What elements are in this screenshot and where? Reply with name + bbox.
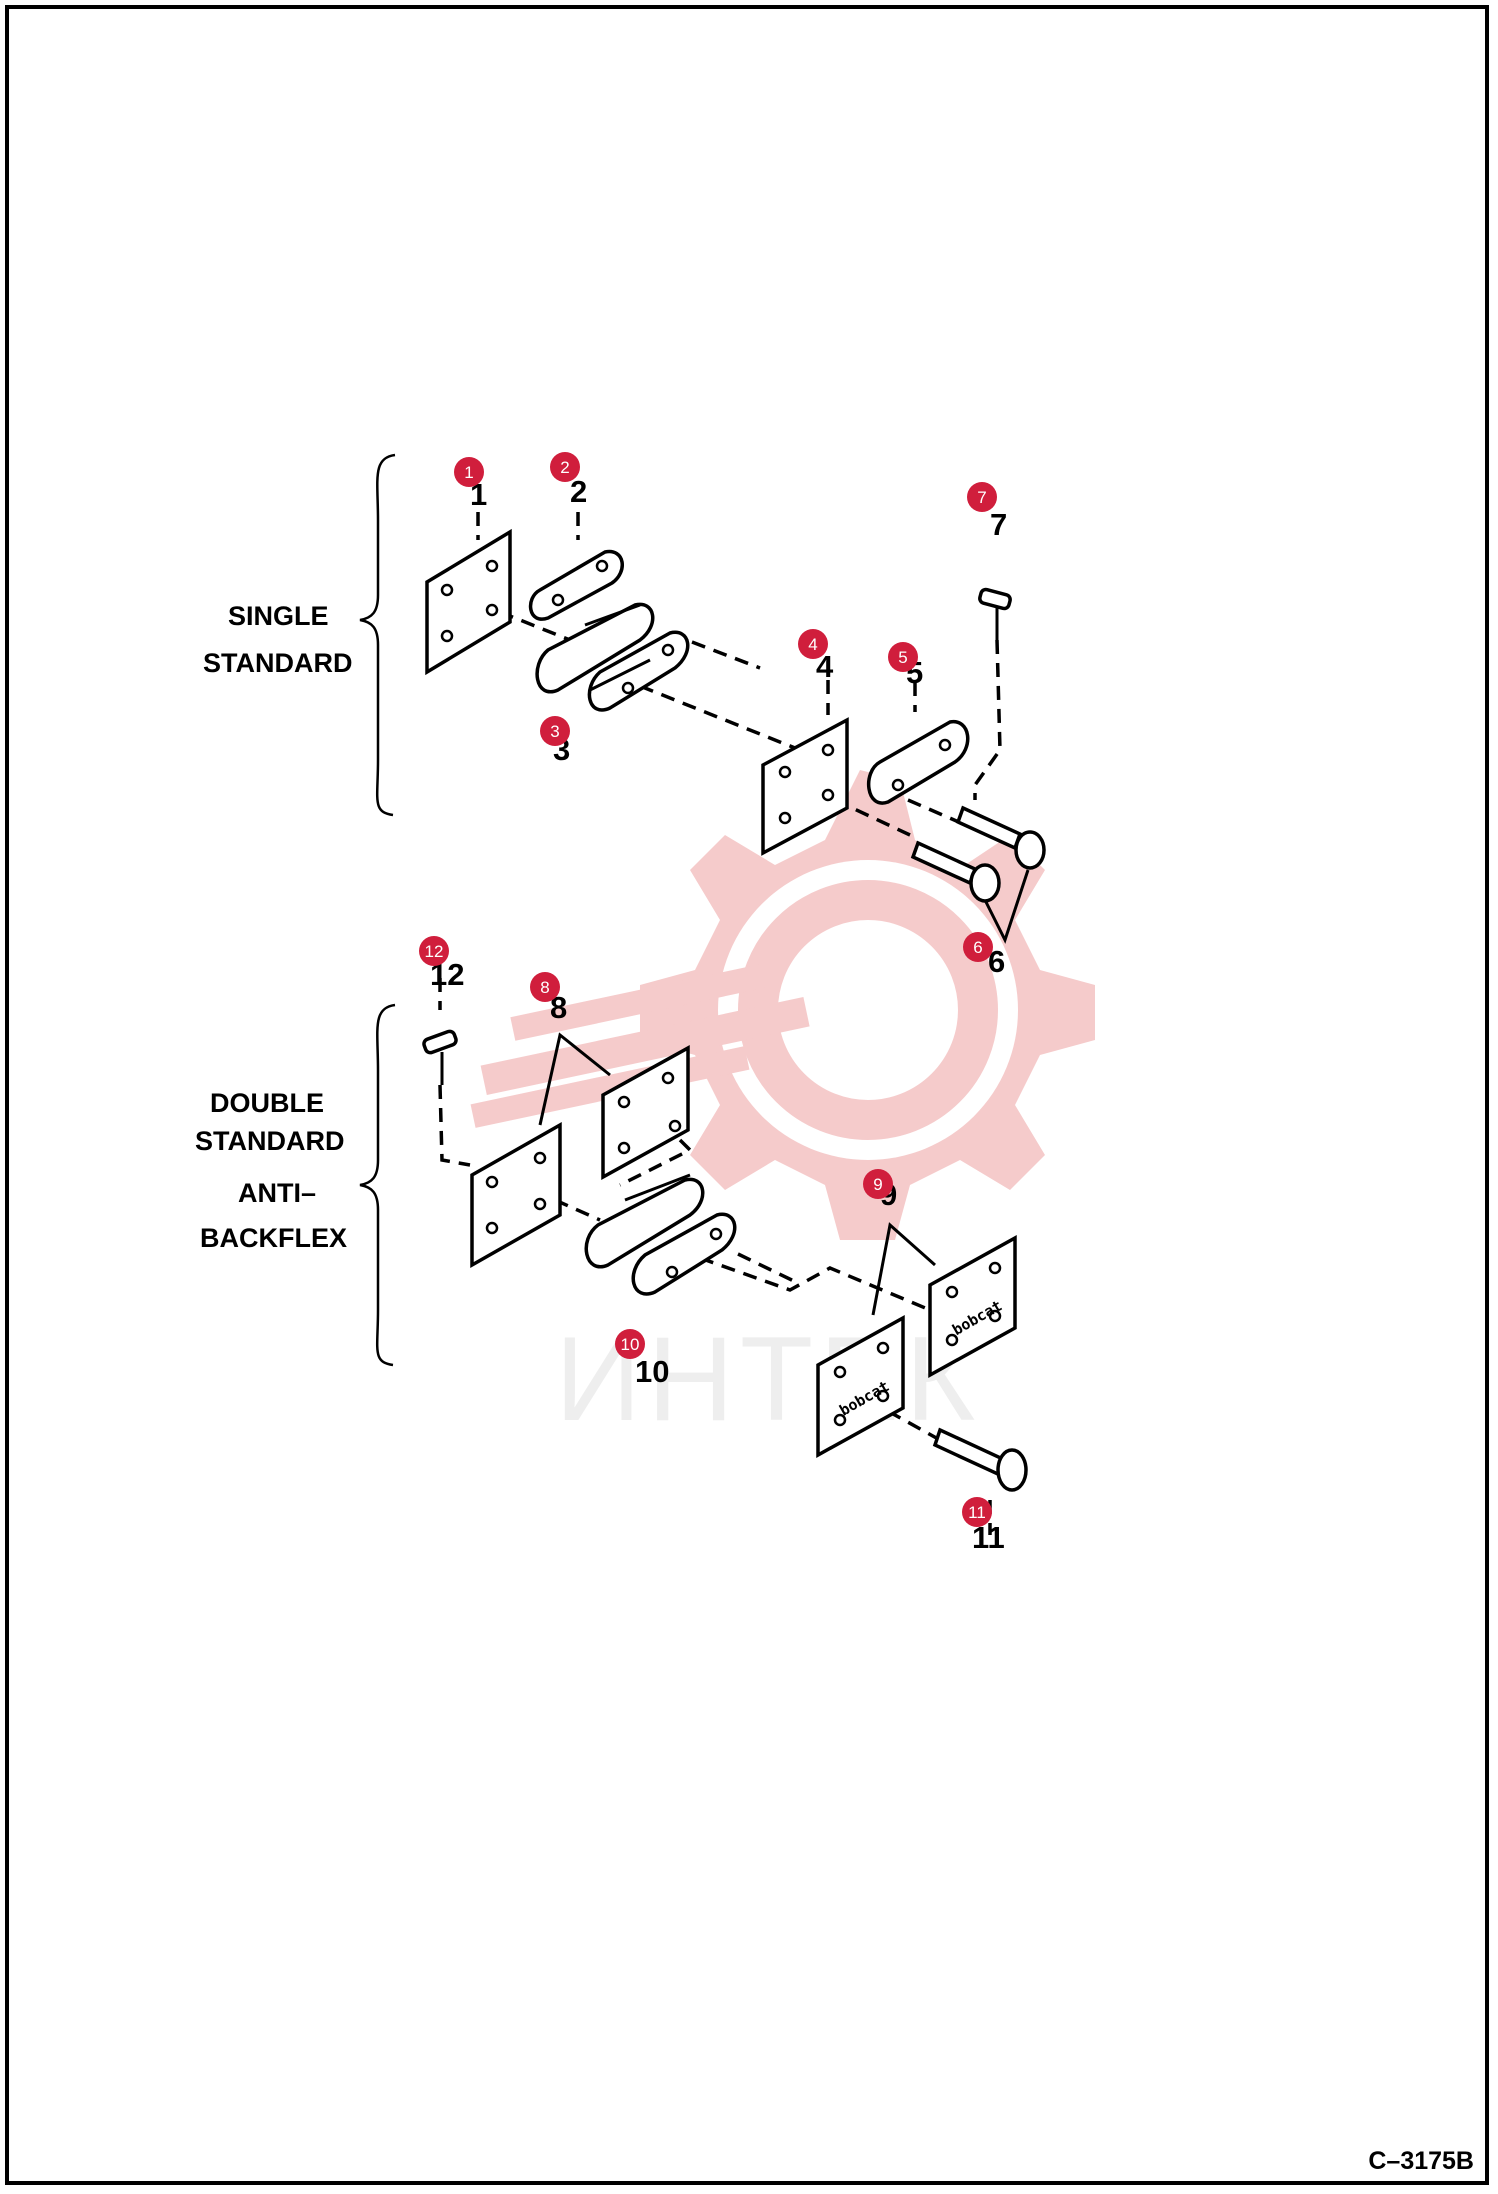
part-6-pin-lower — [910, 840, 1001, 903]
callout-3[interactable]: 3 — [540, 716, 570, 746]
callout-7[interactable]: 7 — [967, 482, 997, 512]
double-label-line3: ANTI– — [238, 1178, 316, 1208]
single-dash-path-b — [639, 684, 801, 752]
svg-text:3: 3 — [550, 722, 559, 741]
callout-2[interactable]: 2 — [550, 452, 580, 482]
svg-text:1: 1 — [464, 463, 473, 482]
svg-text:11: 11 — [968, 1503, 986, 1522]
part-9-leader — [871, 1222, 936, 1316]
single-dash-path-c — [691, 640, 761, 670]
part-2-link-plate — [528, 549, 624, 621]
double-dash-path-d — [737, 1252, 801, 1286]
part-number-10: 10 — [635, 1354, 669, 1389]
double-dash-path-a — [554, 1198, 601, 1222]
part-9-plate-front: bobcat — [816, 1315, 905, 1458]
part-5-link-plate — [866, 720, 970, 805]
part-3-roller-link — [535, 602, 690, 712]
part-8-plate-front — [470, 1121, 562, 1269]
part-6-pin-upper — [955, 805, 1046, 870]
double-dash-path-c — [699, 1256, 931, 1312]
part-6-leader — [983, 869, 1030, 944]
part-10-roller-link — [584, 1173, 737, 1296]
svg-text:2: 2 — [560, 458, 569, 477]
svg-text:4: 4 — [808, 635, 817, 654]
part-8-leader — [538, 1032, 611, 1126]
svg-text:12: 12 — [425, 942, 444, 961]
svg-text:5: 5 — [898, 648, 907, 667]
part-4-side-plate — [761, 717, 849, 856]
callout-9[interactable]: 9 — [863, 1169, 893, 1199]
callout-1[interactable]: 1 — [454, 457, 484, 487]
svg-text:6: 6 — [973, 938, 982, 957]
double-label-line4: BACKFLEX — [200, 1223, 347, 1253]
double-dash-path-b — [619, 1138, 693, 1187]
part-9-plate-rear: bobcat — [928, 1235, 1017, 1378]
single-label-line2: STANDARD — [203, 648, 353, 678]
part-1-side-plate — [425, 528, 512, 676]
double-label-line1: DOUBLE — [210, 1088, 324, 1118]
part-11-pin — [932, 1427, 1028, 1492]
double-group-brace — [359, 1003, 396, 1367]
callout-5[interactable]: 5 — [888, 642, 918, 672]
callout-10[interactable]: 10 — [615, 1329, 645, 1359]
part-number-6: 6 — [988, 944, 1005, 979]
callout-12[interactable]: 12 — [419, 936, 449, 966]
part-number-7: 7 — [990, 507, 1007, 542]
svg-text:8: 8 — [540, 978, 549, 997]
callout-8[interactable]: 8 — [530, 972, 560, 1002]
part-number-2: 2 — [570, 474, 587, 509]
double-label-line2: STANDARD — [195, 1126, 345, 1156]
part-number-4: 4 — [816, 649, 834, 684]
callout-6[interactable]: 6 — [963, 932, 993, 962]
part-8-plate-rear — [601, 1045, 690, 1180]
svg-text:10: 10 — [621, 1335, 640, 1354]
svg-text:7: 7 — [977, 488, 986, 507]
svg-text:9: 9 — [873, 1175, 882, 1194]
part-12-retainer-pin — [422, 1029, 458, 1085]
part-7-retainer-pin — [978, 587, 1012, 640]
figure-code: C–3175B — [1368, 2147, 1474, 2175]
double-dash-pin-path — [438, 1084, 471, 1167]
callout-11[interactable]: 11 — [962, 1497, 992, 1527]
single-group-brace — [359, 453, 396, 817]
single-label-line1: SINGLE — [228, 601, 329, 631]
single-dash-pin-path — [973, 639, 1002, 800]
callout-4[interactable]: 4 — [798, 629, 828, 659]
